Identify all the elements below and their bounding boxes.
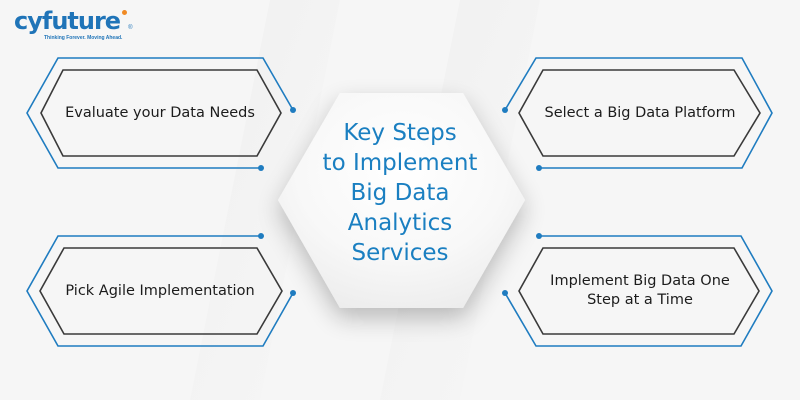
step-4-outer-outline [504,235,773,347]
step-2-connector-dot-left [502,107,508,113]
step-2-inner-hexagon [518,69,761,157]
step-3-outer-outline [26,235,294,347]
step-3-connector-dot-top [258,233,264,239]
step-1-outer-outline [26,57,294,169]
center-title-line: Analytics [347,210,453,236]
step-4-shape [502,233,773,347]
center-title-line: Big Data [350,180,450,206]
step-2-connector-dot-bottom [536,165,542,171]
step-3-label: Pick Agile Implementation [65,282,255,299]
step-2-outer-outline [504,57,773,169]
step-2-label: Select a Big Data Platform [544,104,736,121]
logo-wordmark: cyfuture [14,7,121,35]
center-title-line: to Implement [322,150,478,176]
center-title: Key Steps to Implement Big Data Analytic… [300,118,500,268]
step-1-connector-dot-bottom [258,165,264,171]
step-3-shape [26,233,296,347]
step-4-connector-dot-top [536,233,542,239]
logo-row: cyfuture ® [14,8,133,34]
step-4-inner-hexagon [518,247,760,335]
step-1-connector-dot-right [290,107,296,113]
step-4-connector-dot-left [502,290,508,296]
step-4-label: Implement Big Data One Step at a Time [550,273,730,308]
step-1-shape [26,57,296,171]
cyfuture-logo: cyfuture ® Thinking Forever. Moving Ahea… [14,8,133,42]
center-title-line: Key Steps [343,120,457,146]
step-2-shape [502,57,773,171]
step-3-inner-hexagon [39,247,283,335]
center-hexagon [278,93,525,308]
logo-tagline: Thinking Forever. Moving Ahead. [44,35,123,41]
step-1-inner-hexagon [40,69,282,157]
background-stripe-left [190,0,340,400]
step-1-label: Evaluate your Data Needs [65,104,255,121]
logo-orange-dot-icon [122,10,128,15]
registered-mark: ® [128,25,133,31]
step-3-connector-dot-right [290,290,296,296]
center-title-line: Services [351,240,449,266]
